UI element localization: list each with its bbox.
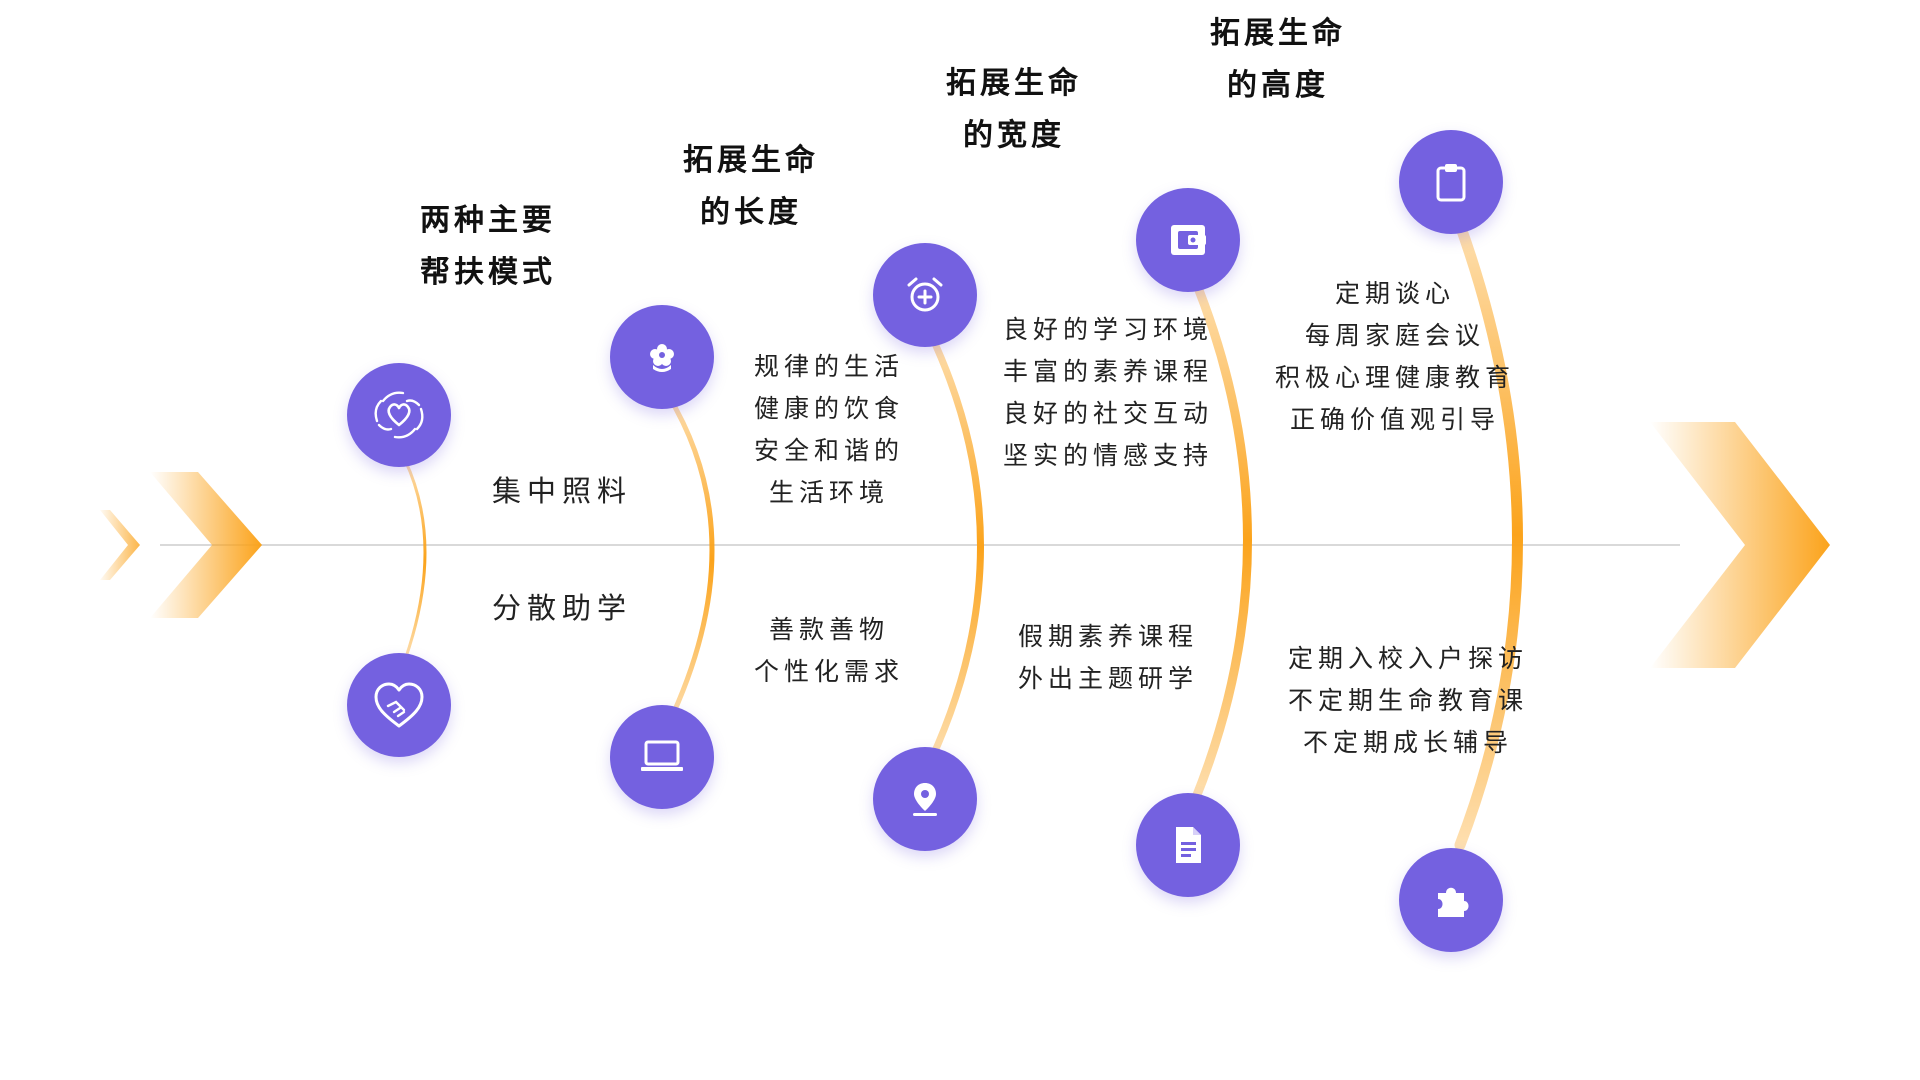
column-2-upper-line-4: 坚实的情感支持 (1002, 441, 1213, 470)
column-2-upper-line-2: 丰富的素养课程 (1002, 357, 1213, 386)
wallet-icon (1171, 225, 1206, 255)
arc-1 (665, 392, 715, 728)
column-2-lower-line-1: 假期素养课程 (1017, 622, 1198, 651)
column-1-lower-text: 善款善物 个性化需求 (679, 609, 979, 693)
column-3-upper-line-3: 积极心理健康教育 (1274, 363, 1515, 392)
column-3-lower-line-3: 不定期成长辅导 (1302, 728, 1513, 757)
column-1-bottom-circle (610, 705, 714, 809)
column-0-lower-line-1: 分散助学 (491, 591, 632, 625)
alarm-clock-icon (907, 277, 943, 312)
column-2-heading-line-2: 的宽度 (963, 118, 1065, 153)
column-0-top-circle (347, 363, 451, 467)
column-3-lower-text: 定期入校入户探访 不定期生命教育课 不定期成长辅导 (1248, 638, 1568, 764)
column-4-top-circle (1399, 130, 1503, 234)
column-1-top-circle (610, 305, 714, 409)
column-2-lower-text: 假期素养课程 外出主题研学 (958, 616, 1258, 700)
column-1-upper-line-1: 规律的生活 (753, 352, 904, 381)
column-1-upper-line-2: 健康的饮食 (753, 394, 904, 423)
puzzle-icon (1438, 887, 1469, 917)
right-large-chevron (1650, 422, 1830, 668)
arc-0 (403, 458, 427, 662)
column-0-upper-line-1: 集中照料 (491, 474, 632, 508)
column-0-heading: 两种主要 帮扶模式 (368, 195, 608, 299)
column-1-heading-line-2: 的长度 (700, 195, 802, 230)
flower-icon (650, 344, 674, 372)
column-3-upper-line-2: 每周家庭会议 (1304, 321, 1485, 350)
column-3-bottom-circle (1136, 793, 1240, 897)
column-3-heading: 拓展生命 的高度 (1158, 8, 1398, 112)
column-3-upper-text: 定期谈心 每周家庭会议 积极心理健康教育 正确价值观引导 (1235, 273, 1555, 441)
column-1-upper-line-4: 生活环境 (768, 478, 889, 507)
column-1-heading-line-1: 拓展生命 (683, 143, 819, 178)
left-large-chevron (150, 472, 262, 618)
arc-3 (1190, 275, 1252, 805)
column-3-upper-line-1: 定期谈心 (1334, 279, 1455, 308)
column-0-upper-text: 集中照料 (452, 468, 672, 510)
left-small-chevron (100, 510, 140, 580)
column-3-lower-line-1: 定期入校入户探访 (1287, 644, 1528, 673)
column-1-heading: 拓展生命 的长度 (631, 135, 871, 239)
arc-4 (1454, 219, 1523, 851)
column-1-upper-line-3: 安全和谐的 (753, 436, 904, 465)
column-2-lower-line-2: 外出主题研学 (1017, 664, 1198, 693)
column-2-upper-line-3: 良好的社交互动 (1002, 399, 1213, 428)
column-3-top-circle (1136, 188, 1240, 292)
column-1-upper-text: 规律的生活 健康的饮食 安全和谐的 生活环境 (679, 346, 979, 514)
column-0-heading-line-2: 帮扶模式 (420, 255, 556, 290)
column-2-top-circle (873, 243, 977, 347)
arc-2 (927, 331, 984, 764)
column-2-upper-text: 良好的学习环境 丰富的素养课程 良好的社交互动 坚实的情感支持 (958, 309, 1258, 477)
column-3-heading-line-2: 的高度 (1227, 68, 1329, 103)
clipboard-icon (1436, 164, 1466, 202)
heart-handshake-icon (374, 682, 424, 728)
location-pin-icon (913, 783, 937, 816)
column-1-lower-line-2: 个性化需求 (753, 657, 904, 686)
laptop-icon (641, 740, 683, 771)
column-0-lower-text: 分散助学 (452, 585, 672, 627)
column-3-lower-line-2: 不定期生命教育课 (1287, 686, 1528, 715)
column-2-heading-line-1: 拓展生命 (946, 66, 1082, 101)
column-2-bottom-circle (873, 747, 977, 851)
document-icon (1176, 827, 1201, 863)
column-4-bottom-circle (1399, 848, 1503, 952)
hands-heart-icon (374, 391, 424, 439)
column-2-upper-line-1: 良好的学习环境 (1002, 315, 1213, 344)
column-3-upper-line-4: 正确价值观引导 (1289, 405, 1500, 434)
column-2-heading: 拓展生命 的宽度 (894, 58, 1134, 162)
column-0-heading-line-1: 两种主要 (420, 203, 556, 238)
column-0-bottom-circle (347, 653, 451, 757)
column-1-lower-line-1: 善款善物 (768, 615, 889, 644)
column-3-heading-line-1: 拓展生命 (1210, 16, 1346, 51)
